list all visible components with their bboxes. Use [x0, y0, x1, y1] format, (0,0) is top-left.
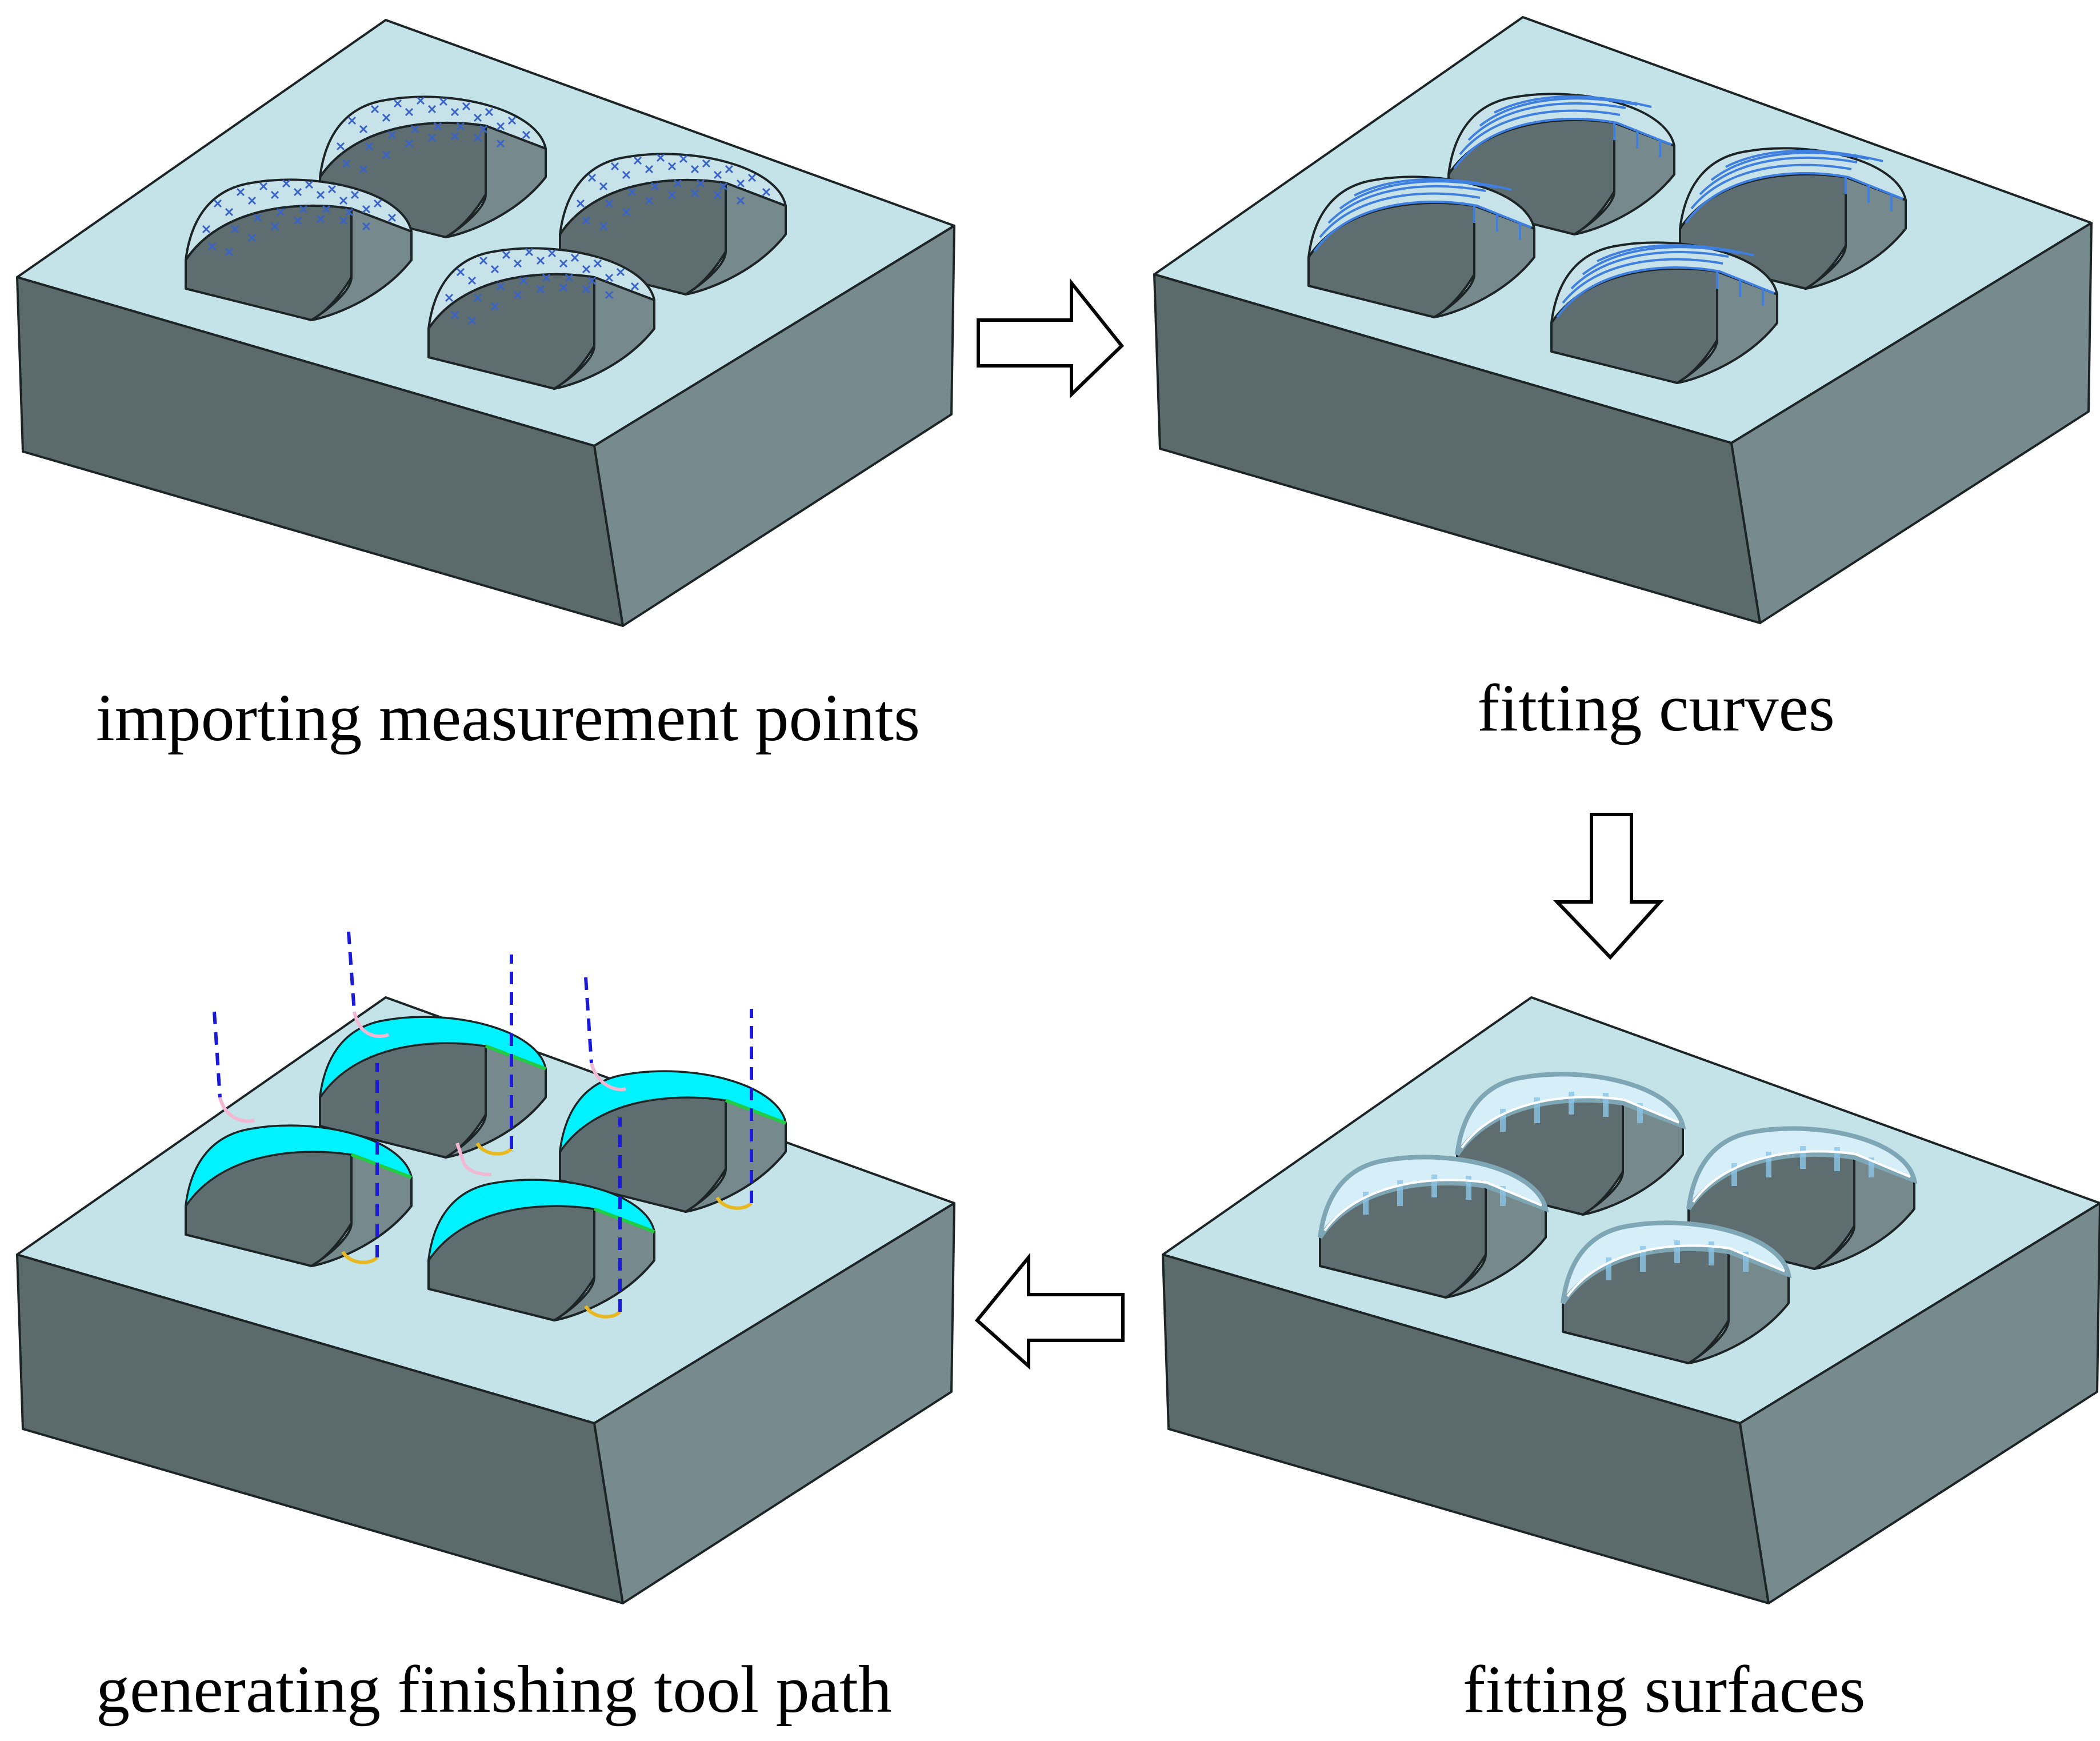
caption-step-3: fitting surfaces [1463, 1652, 1866, 1727]
panel-importing-measurement-points [16, 19, 955, 627]
arrow-down [1553, 813, 1664, 960]
arrow-right [977, 278, 1125, 399]
panel-fitting-curves [1153, 16, 2093, 624]
arrow-left [974, 1252, 1125, 1370]
caption-step-2: fitting curves [1477, 670, 1835, 745]
caption-step-4: generating finishing tool path [96, 1652, 892, 1727]
panel-generating-finishing-tool-path [16, 931, 955, 1604]
panel-fitting-surfaces [1162, 996, 2100, 1604]
caption-step-1: importing measurement points [96, 680, 920, 755]
pad-2 [560, 1009, 786, 1213]
tool-approach-paths [213, 931, 626, 1176]
